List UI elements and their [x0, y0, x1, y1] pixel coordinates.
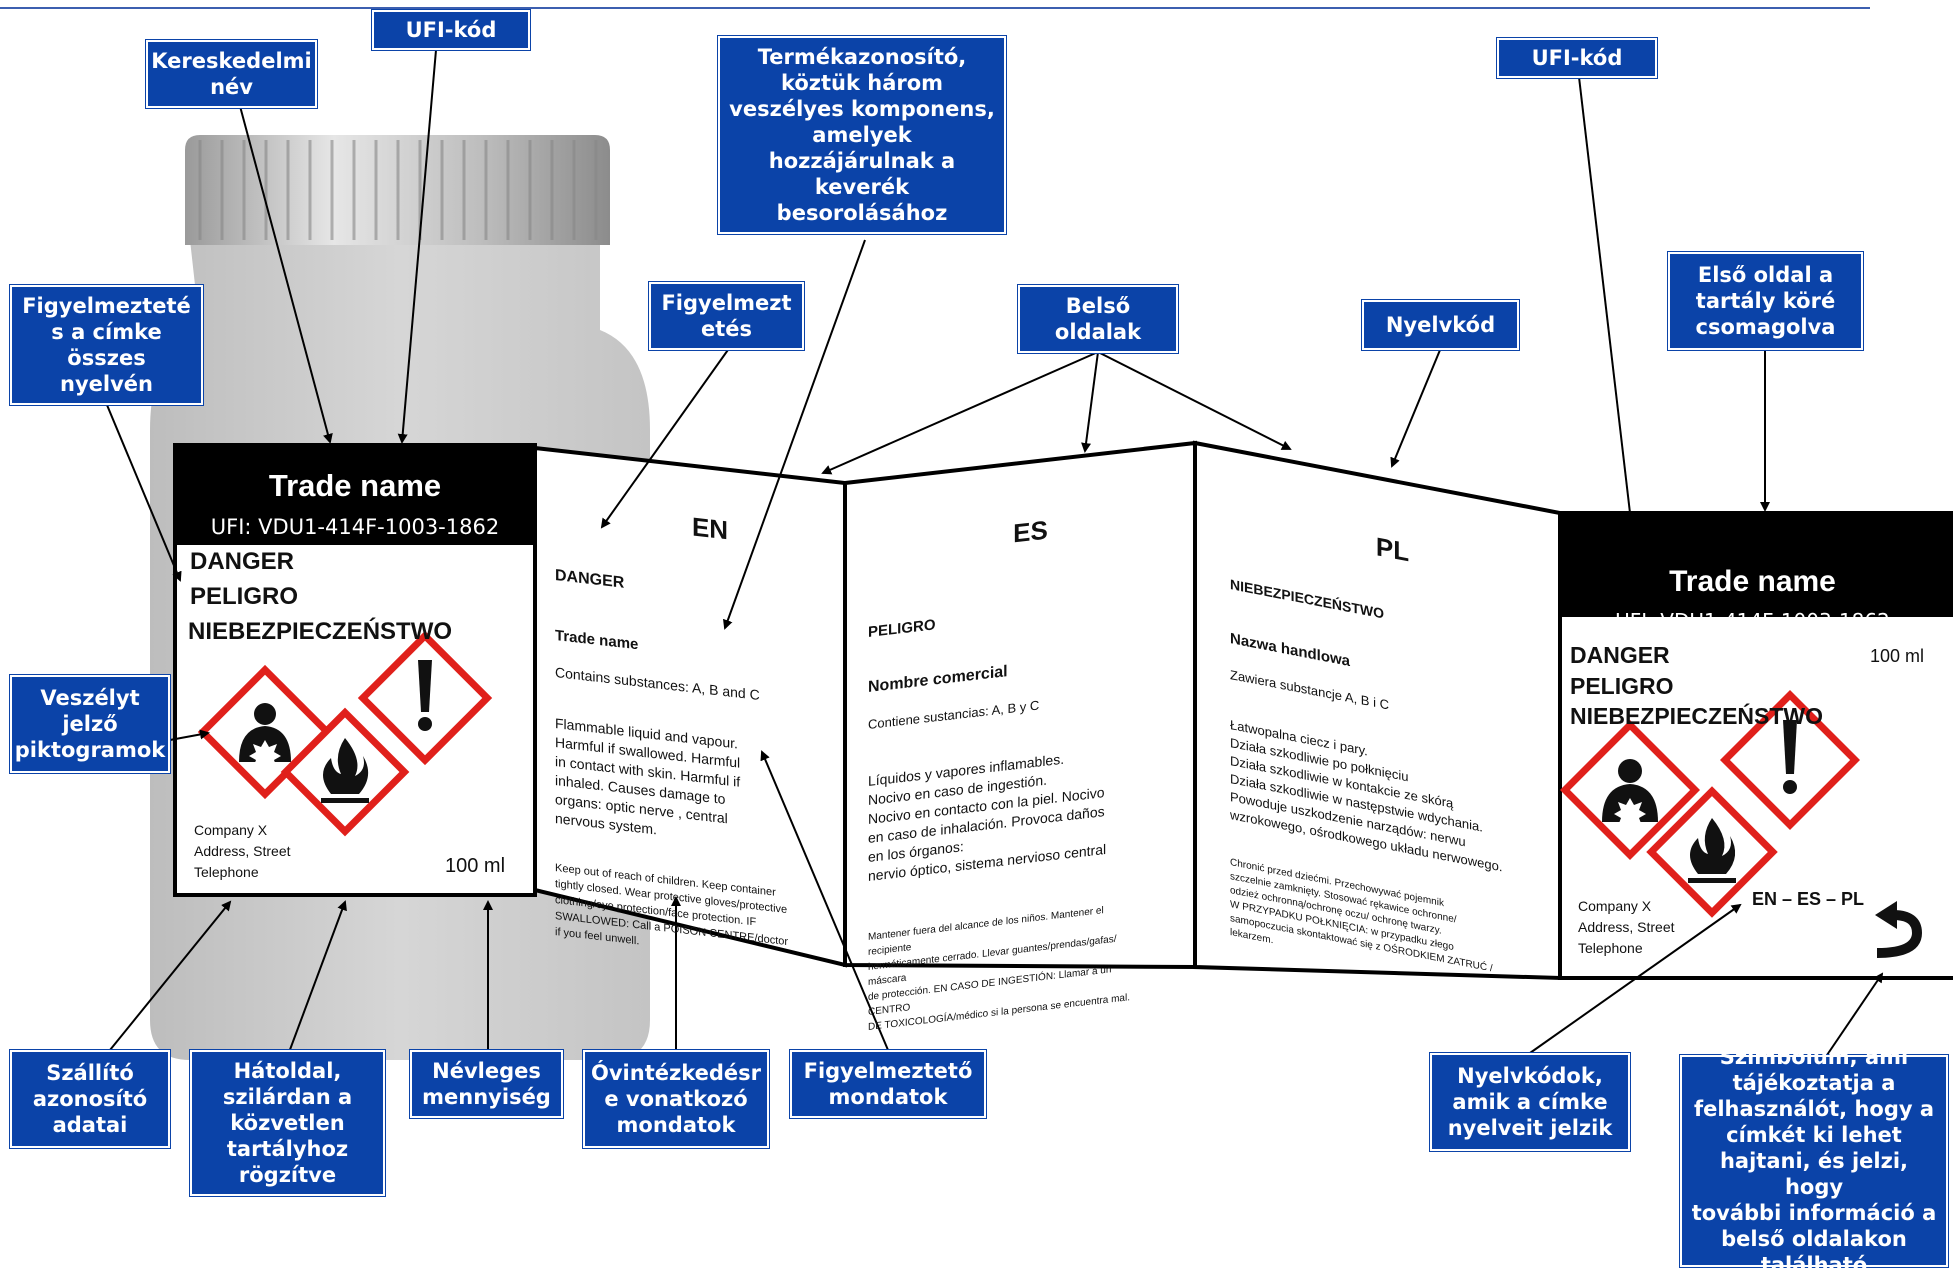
- exclamation-icon: [1783, 720, 1797, 794]
- callout-first-page: Első oldal a tartály köré csomagolva: [1668, 252, 1863, 350]
- back-quantity: 100 ml: [445, 855, 506, 877]
- top-rule: [0, 7, 1870, 9]
- health-hazard-icon: [239, 703, 291, 772]
- front-pictograms: [1559, 689, 1861, 918]
- callout-inner-pages: Belső oldalak: [1018, 285, 1178, 353]
- callout-supplier: Szállító azonosító adatai: [10, 1050, 170, 1148]
- page-es-hazards: Líquidos y vapores inflamables. Nocivo e…: [868, 750, 1107, 884]
- front-telephone: Telephone: [1578, 940, 1643, 956]
- front-company: Company X: [1578, 898, 1652, 914]
- fold-out-arrow-icon: [1875, 901, 1923, 958]
- page-en-hazards: Flammable liquid and vapour. Harmful if …: [555, 715, 741, 838]
- callout-pictograms: Veszélyt jelző piktogramok: [10, 675, 170, 773]
- exclamation-icon: [418, 660, 432, 731]
- callout-back-side: Hátoldal, szilárdan a közvetlen tartályh…: [190, 1050, 385, 1196]
- back-company: Company X: [194, 822, 268, 838]
- front-address: Address, Street: [1578, 919, 1675, 935]
- callout-lang-codes-all: Nyelvkódok, amik a címke nyelveit jelzik: [1430, 1053, 1630, 1151]
- page-en-code: EN: [691, 511, 729, 546]
- callout-lang-code: Nyelvkód: [1362, 300, 1519, 350]
- health-hazard-icon: [1602, 759, 1658, 830]
- page-es-signal: PELIGRO: [868, 616, 936, 641]
- front-signal-en: DANGER: [1570, 642, 1670, 668]
- page-pl-hazards: Łatwopalna ciecz i pary. Działa szkodliw…: [1230, 717, 1503, 875]
- front-quantity: 100 ml: [1870, 646, 1925, 666]
- back-signal-en: DANGER: [190, 548, 295, 575]
- front-signal-es: PELIGRO: [1570, 673, 1674, 699]
- callout-trade-name: Kereskedelmi név: [146, 40, 317, 108]
- page-es-precautions: Mantener fuera del alcance de los niños.…: [868, 905, 1130, 1033]
- flame-icon: [1688, 818, 1736, 883]
- back-signal-es: PELIGRO: [190, 583, 299, 610]
- front-trade-name: Trade name: [1669, 565, 1836, 598]
- page-en-signal: DANGER: [555, 567, 625, 592]
- page-en-contains: Contains substances: A, B and C: [555, 664, 760, 703]
- back-address: Address, Street: [194, 843, 291, 859]
- inner-pages: [533, 440, 1562, 981]
- callout-precautionary: Óvintézkedésr e vonatkozó mondatok: [583, 1050, 769, 1148]
- callout-ufi-left: UFI-kód: [372, 10, 530, 50]
- back-trade-name: Trade name: [268, 468, 442, 503]
- callout-product-id: Termékazonosító, köztük három veszélyes …: [718, 36, 1006, 234]
- page-en: EN DANGER Trade name Contains substances…: [555, 478, 835, 989]
- page-en-precautions: Keep out of reach of children. Keep cont…: [555, 862, 789, 949]
- front-lang-codes: EN – ES – PL: [1752, 889, 1865, 909]
- back-signal-pl: NIEBEZPIECZEŃSTWO: [188, 618, 453, 645]
- back-ufi: UFI: VDU1-414F-1003-1862: [210, 515, 500, 539]
- callout-signal-word: Figyelmezt etés: [649, 282, 804, 350]
- callout-symbol-info: Szimbólum, ami tájékoztatja a felhasznál…: [1680, 1045, 1948, 1277]
- back-pictograms: [197, 630, 493, 837]
- callout-ufi-right: UFI-kód: [1497, 38, 1657, 78]
- callout-hazard-statements: Figyelmeztető mondatok: [790, 1050, 986, 1118]
- page-pl: PL NIEBEZPIECZEŃSTWO Nazwa handlowa Zawi…: [1230, 485, 1555, 1021]
- back-telephone: Telephone: [194, 864, 259, 880]
- leader-lines: [106, 49, 1884, 1059]
- callout-signal-all: Figyelmezteté s a címke összes nyelvén: [10, 285, 203, 405]
- callout-nominal-qty: Névleges mennyiség: [410, 1050, 563, 1118]
- front-ufi: UFI: VDU1-414F-1003-1862: [1615, 609, 1890, 633]
- page-es: ES PELIGRO Nombre comercial Contiene sus…: [868, 480, 1193, 1053]
- front-signal-pl: NIEBEZPIECZEŃSTWO: [1570, 703, 1824, 729]
- flame-icon: [321, 738, 369, 803]
